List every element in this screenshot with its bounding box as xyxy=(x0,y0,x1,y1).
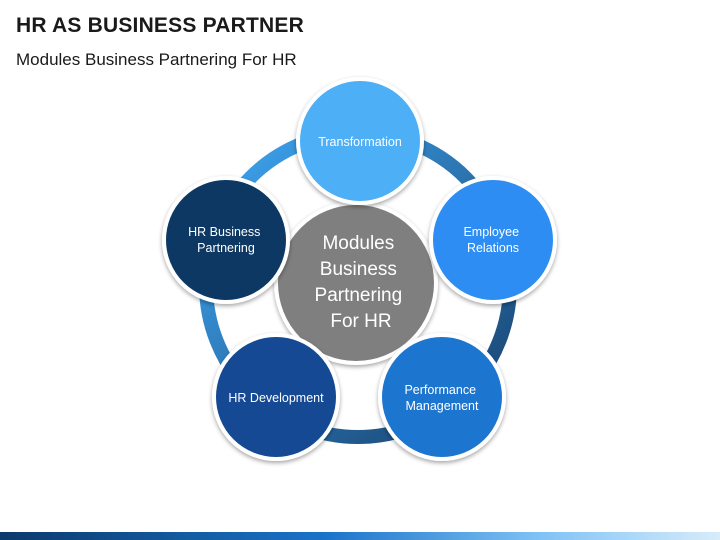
center-label-line: Modules xyxy=(322,233,394,254)
svg-text:HR Development: HR Development xyxy=(228,391,324,405)
slide-title: HR AS BUSINESS PARTNER xyxy=(16,14,304,37)
node-label-line: Management xyxy=(406,399,479,413)
svg-text:Transformation: Transformation xyxy=(318,135,402,149)
node-label-line: Employee xyxy=(463,225,519,239)
svg-text:Modules Business P: Modules Business Partnering For HR xyxy=(315,233,408,332)
node-transformation: Transformation xyxy=(296,77,424,205)
node-hr-development: HR Development xyxy=(212,333,340,461)
footer-gradient-bar xyxy=(0,532,720,540)
node-hr-business-partnering: HR Business Partnering xyxy=(162,176,290,304)
node-circle xyxy=(212,333,340,461)
svg-text:Performance Management: Performance Management xyxy=(404,383,479,413)
slide-subtitle: Modules Business Partnering For HR xyxy=(16,50,297,69)
center-label-line: For HR xyxy=(330,311,391,332)
center-label-line: Partnering xyxy=(315,285,403,306)
node-label-line: Transformation xyxy=(318,135,402,149)
center-hub: Modules Business Partnering For HR xyxy=(274,201,438,365)
node-label-line: Partnering xyxy=(197,241,255,255)
node-label-line: HR Business xyxy=(188,225,260,239)
svg-text:HR Business Partnering: HR Business Partnering xyxy=(188,225,264,255)
node-label-line: HR Development xyxy=(228,391,324,405)
svg-text:Employee Relations: Employee Relations xyxy=(463,225,522,255)
node-circle xyxy=(296,77,424,205)
node-circle xyxy=(429,176,557,304)
node-employee-relations: Employee Relations xyxy=(429,176,557,304)
node-performance-management: Performance Management xyxy=(378,333,506,461)
center-label-line: Business xyxy=(320,259,397,280)
node-label-line: Performance xyxy=(404,383,476,397)
node-circle xyxy=(378,333,506,461)
node-label-line: Relations xyxy=(467,241,519,255)
node-circle xyxy=(162,176,290,304)
